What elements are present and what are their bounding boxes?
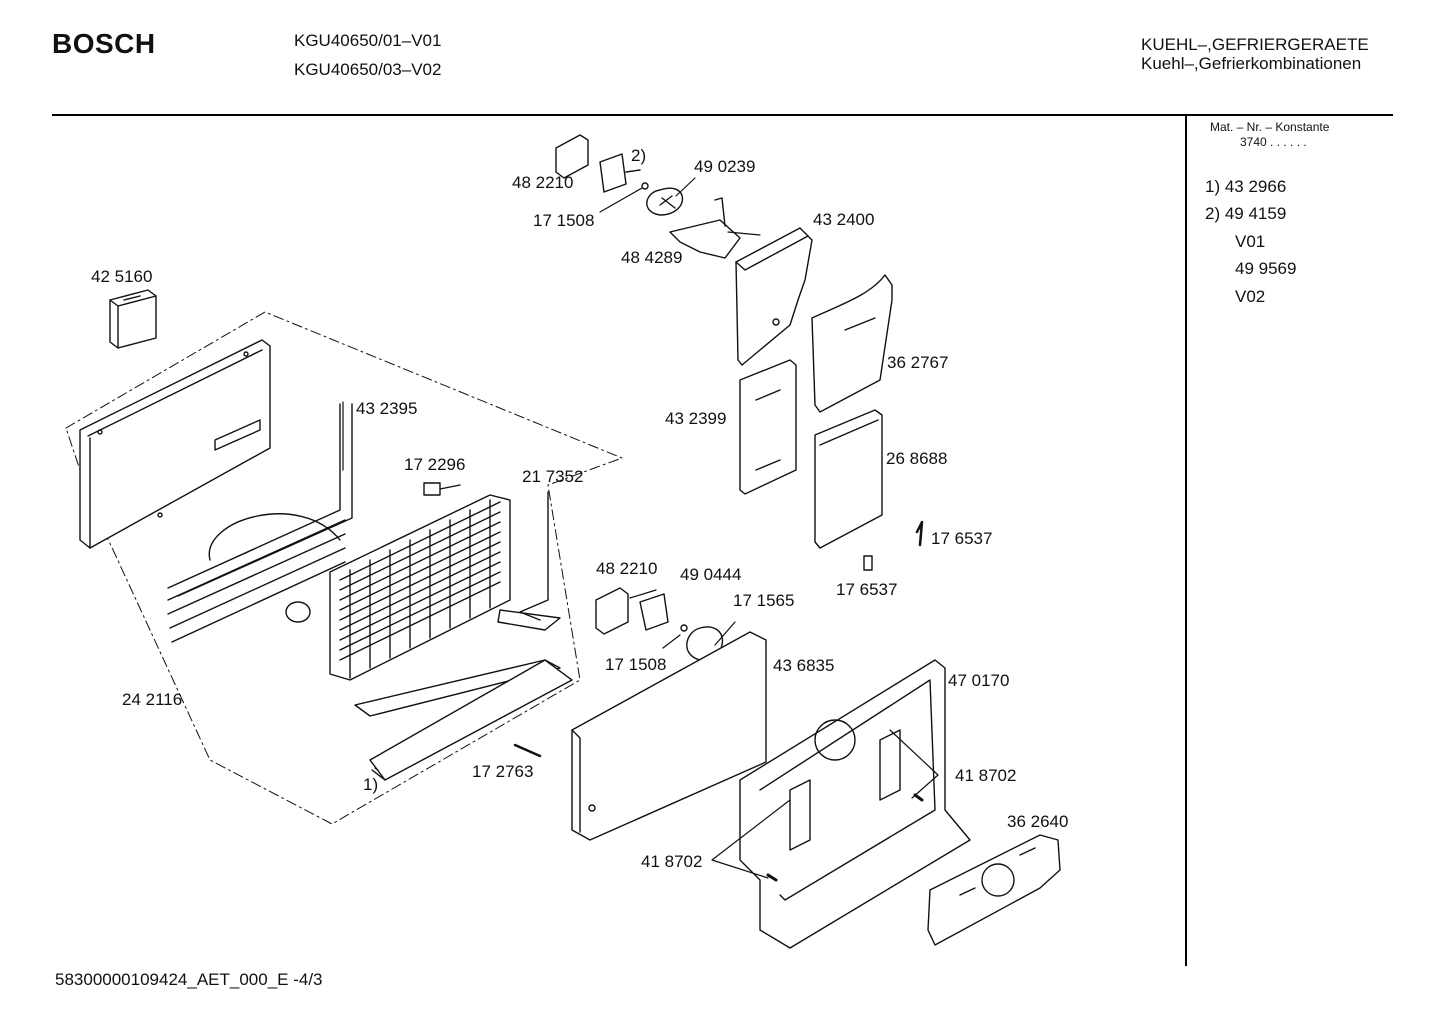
part-label: 48 2210 <box>512 173 574 192</box>
evaporator-coil <box>329 494 511 681</box>
top-fan-blade <box>646 187 684 216</box>
part-label: 24 2116 <box>122 690 183 709</box>
lower-fan-motor <box>639 593 688 632</box>
part-label: 49 0239 <box>694 157 756 176</box>
part-label: 17 1565 <box>733 591 795 610</box>
note-2: 2) 49 4159 <box>1205 204 1287 223</box>
part-label: 49 0444 <box>680 565 742 584</box>
part-label: 48 2210 <box>596 559 658 578</box>
part-label: 17 2296 <box>404 455 466 474</box>
part-label: 26 8688 <box>886 449 948 468</box>
part-label: 17 1508 <box>605 655 667 674</box>
note-v02-part: 49 9569 <box>1235 259 1297 278</box>
part-label: 17 1508 <box>533 211 595 230</box>
model-number-1: KGU40650/01–V01 <box>294 31 442 50</box>
document-id: 58300000109424_AET_000_E -4/3 <box>55 970 323 989</box>
footnote-marker: 2) <box>631 146 647 165</box>
part-label: 42 5160 <box>91 267 153 286</box>
cover-362767 <box>811 274 893 413</box>
panel-268688 <box>814 409 883 549</box>
model-number-2: KGU40650/03–V02 <box>294 60 442 79</box>
clip-176537-b <box>863 555 873 571</box>
footnote-marker: 1) <box>363 775 379 794</box>
part-label: 41 8702 <box>641 852 703 871</box>
variant-v01: V01 <box>1235 232 1266 251</box>
note-1: 1) 43 2966 <box>1205 177 1287 196</box>
screw-418702-b <box>766 873 778 882</box>
back-plate-436835 <box>571 631 767 841</box>
panel-432399 <box>739 359 797 495</box>
part-label: 43 2399 <box>665 409 727 428</box>
part-label: 17 6537 <box>836 580 898 599</box>
leader-lines <box>342 177 939 879</box>
part-label: 36 2640 <box>1007 812 1069 831</box>
sensor-part <box>423 482 461 496</box>
mat-number-title: Mat. – Nr. – Konstante <box>1210 120 1330 134</box>
part-label: 48 4289 <box>621 248 683 267</box>
condenser-tubes <box>167 403 353 643</box>
exploded-parts-drawing <box>65 134 1061 949</box>
mat-number-value: 3740 . . . . . . <box>1240 135 1307 149</box>
part-label: 43 2400 <box>813 210 875 229</box>
small-box-part <box>109 289 157 349</box>
header-divider <box>52 114 1393 116</box>
part-label: 17 2763 <box>472 762 534 781</box>
screw-418702-a <box>913 793 924 802</box>
lower-bracket <box>595 587 629 635</box>
part-label: 43 2395 <box>356 399 418 418</box>
part-label: 17 6537 <box>931 529 993 548</box>
top-fan-motor <box>599 153 649 193</box>
front-cover-362640 <box>927 834 1061 946</box>
duct-cover-432400 <box>735 227 813 366</box>
fan-bracket-484289 <box>669 197 741 259</box>
part-label: 47 0170 <box>948 671 1010 690</box>
brand-logo: BOSCH <box>52 28 156 59</box>
part-label: 36 2767 <box>887 353 949 372</box>
group-outline <box>65 311 623 825</box>
top-bracket <box>555 134 589 179</box>
back-panel <box>79 339 271 549</box>
category-title: KUEHL–,GEFRIERGERAETE <box>1141 35 1369 54</box>
drain-channel <box>497 609 561 631</box>
clip-176537-a <box>915 520 924 547</box>
part-label: 41 8702 <box>955 766 1017 785</box>
sidebar-divider <box>1185 116 1187 966</box>
part-label: 21 7352 <box>522 467 584 486</box>
drip-tray <box>354 659 573 781</box>
part-label: 43 6835 <box>773 656 835 675</box>
heater-rod <box>519 491 549 621</box>
category-subtitle: Kuehl–,Gefrierkombinationen <box>1141 54 1362 73</box>
variant-v02: V02 <box>1235 287 1266 306</box>
